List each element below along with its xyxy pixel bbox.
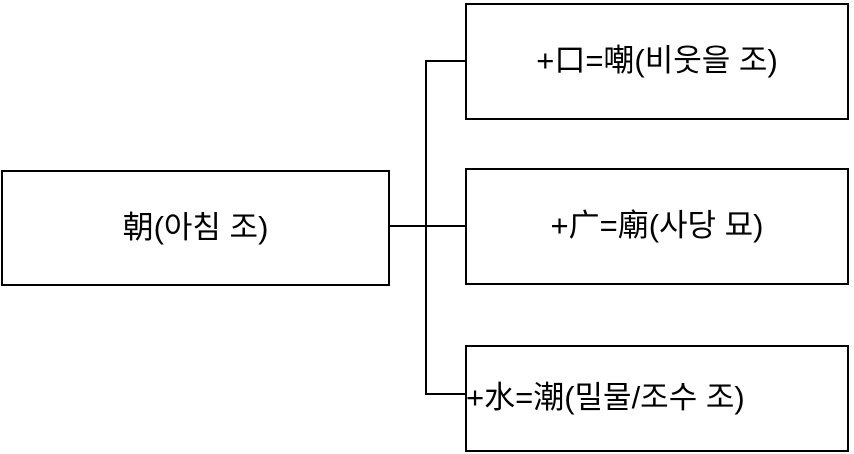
derived-node-myo-label: +广=廟(사당 묘) [550, 208, 764, 244]
connector-stub-branch-3 [425, 393, 466, 395]
derived-node-chao[interactable]: +口=嘲(비웃을 조) [465, 3, 849, 120]
derived-node-chao-label: +口=嘲(비웃을 조) [536, 43, 778, 79]
root-node[interactable]: 朝(아침 조) [1, 170, 390, 286]
connector-stub-branch-2 [425, 225, 466, 227]
connector-stub-branch-1 [425, 60, 466, 62]
derived-node-jo-label: +水=潮(밀물/조수 조) [466, 380, 745, 416]
connector-trunk-line [425, 60, 427, 395]
root-node-label: 朝(아침 조) [122, 209, 269, 245]
derived-node-myo[interactable]: +广=廟(사당 묘) [465, 168, 849, 285]
connector-stub-root [389, 225, 427, 227]
derived-node-jo[interactable]: +水=潮(밀물/조수 조) [465, 345, 849, 452]
